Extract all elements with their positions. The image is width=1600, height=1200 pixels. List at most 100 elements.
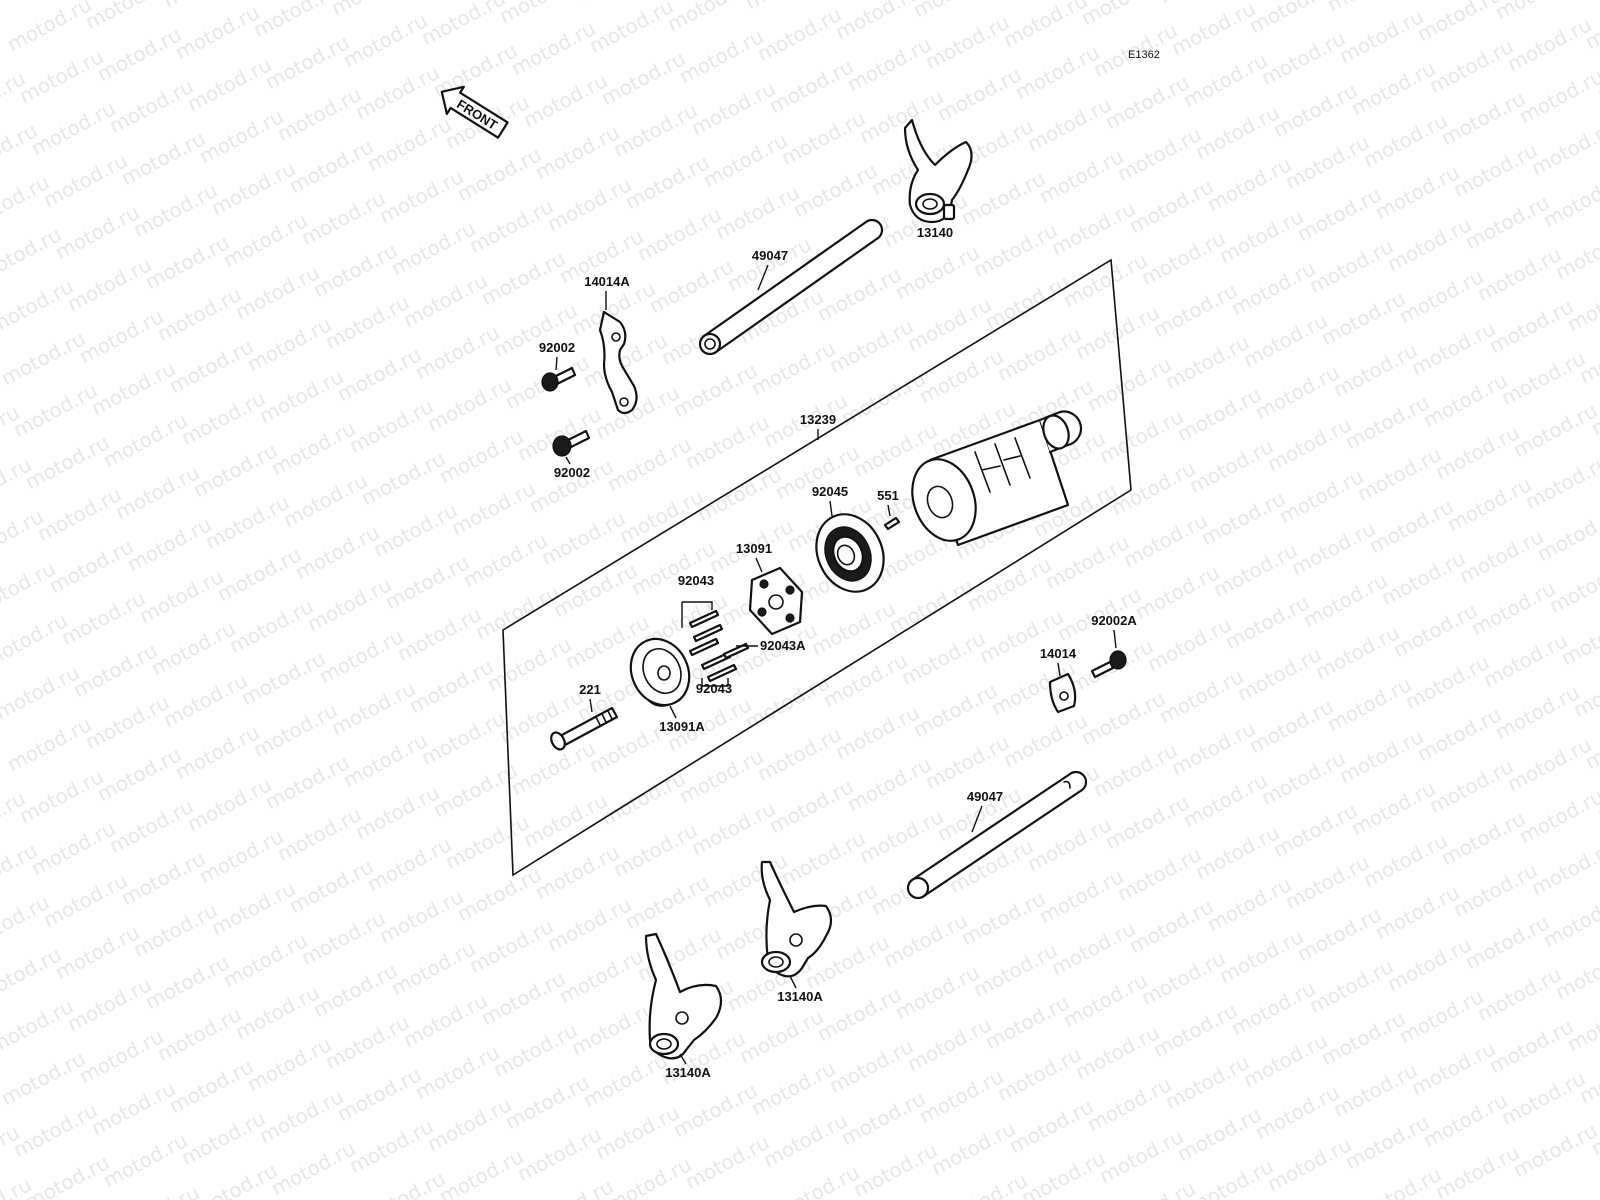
bolt-221 [550, 706, 619, 751]
label-49047-bottom: 49047 [967, 789, 1003, 804]
watermark-text: motod.ru [27, 816, 119, 880]
watermark-text: motod.ru [1383, 932, 1475, 996]
watermark-text: motod.ru [1269, 78, 1361, 142]
watermark-text: motod.ru [171, 0, 263, 64]
watermark-text: motod.ru [333, 342, 425, 406]
watermark-text: motod.ru [1533, 502, 1600, 566]
watermark-text: motod.ru [423, 1092, 515, 1156]
watermark-text: motod.ru [363, 112, 455, 176]
assembly-frame [502, 258, 1132, 877]
watermark-text: motod.ru [57, 586, 149, 650]
watermark-text: motod.ru [1245, 0, 1337, 38]
watermark-text: motod.ru [1293, 902, 1385, 966]
watermark-text: motod.ru [1017, 1146, 1109, 1200]
watermark-text: motod.ru [939, 1168, 1031, 1200]
watermark-text: motod.ru [825, 314, 917, 378]
watermark-text: motod.ru [1167, 716, 1259, 780]
watermark-text: motod.ru [567, 996, 659, 1060]
watermark-text: motod.ru [1155, 664, 1247, 728]
watermark-text: motod.ru [75, 304, 167, 368]
watermark-text: motod.ru [897, 626, 989, 690]
watermark-text: motod.ru [411, 1040, 503, 1104]
watermark-text: motod.ru [0, 222, 65, 286]
watermark-text: motod.ru [1011, 40, 1103, 104]
watermark-text: motod.ru [183, 52, 275, 116]
watermark-text: motod.ru [1059, 248, 1151, 312]
watermark-text: motod.ru [3, 712, 95, 776]
watermark-text: motod.ru [315, 624, 407, 688]
watermark-text: motod.ru [249, 698, 341, 762]
watermark-text: motod.ru [231, 980, 323, 1044]
watermark-text: motod.ru [543, 172, 635, 236]
watermark-text: motod.ru [531, 120, 623, 184]
watermark-text: motod.ru [387, 936, 479, 1000]
watermark-text: motod.ru [351, 780, 443, 844]
shift-fork-13140A-lower [644, 932, 723, 1060]
watermark-text: motod.ru [1317, 286, 1409, 350]
watermark-text: motod.ru [87, 1076, 179, 1140]
watermark-text: motod.ru [837, 1086, 929, 1150]
watermark-text: motod.ru [3, 0, 95, 56]
watermark-text: motod.ru [207, 156, 299, 220]
watermark-text: motod.ru [387, 216, 479, 280]
label-13091A: 13091A [659, 719, 705, 734]
watermark-text: motod.ru [1377, 546, 1469, 610]
watermark-text: motod.ru [993, 1042, 1085, 1106]
watermark-text: motod.ru [891, 240, 983, 304]
watermark-text: motod.ru [1329, 1058, 1421, 1122]
watermark-text: motod.ru [477, 966, 569, 1030]
watermark-text: motod.ru [519, 68, 611, 132]
watermark-text: motod.ru [0, 660, 83, 724]
watermark-text: motod.ru [201, 490, 293, 554]
watermark-text: motod.ru [93, 742, 185, 806]
watermark-text: motod.ru [1191, 100, 1283, 164]
watermark-text: motod.ru [111, 460, 203, 524]
watermark-text: motod.ru [843, 752, 935, 816]
watermark-text: motod.ru [609, 818, 701, 882]
watermark-text: motod.ru [831, 0, 923, 44]
watermark-text: motod.ru [915, 1064, 1007, 1128]
watermark-text: motod.ru [1539, 168, 1600, 232]
watermark-text: motod.ru [999, 708, 1091, 772]
watermark-text: motod.ru [591, 1100, 683, 1164]
watermark-text: motod.ru [303, 572, 395, 636]
watermark-text: motod.ru [81, 690, 173, 754]
watermark-text: motod.ru [39, 868, 131, 932]
bearing-92045 [815, 513, 885, 593]
shift-fork-13140A-middle [760, 860, 833, 978]
watermark-text: motod.ru [1305, 234, 1397, 298]
watermark-text: motod.ru [735, 1004, 827, 1068]
watermark-text: motod.ru [177, 1106, 269, 1170]
watermark-text: motod.ru [513, 1122, 605, 1186]
watermark-text: motod.ru [879, 908, 971, 972]
watermark-text: motod.ru [555, 944, 647, 1008]
watermark-text: motod.ru [255, 364, 347, 428]
watermark-text: motod.ru [1047, 196, 1139, 260]
watermark-text: motod.ru [435, 1144, 527, 1200]
watermark-text: motod.ru [915, 344, 1007, 408]
watermark-text: motod.ru [285, 134, 377, 198]
watermark-text: motod.ru [195, 104, 287, 168]
drawing-id: E1362 [1128, 49, 1160, 61]
watermark-text: motod.ru [753, 2, 845, 66]
watermark-text: motod.ru [549, 558, 641, 622]
bolt-92002A [1090, 650, 1127, 679]
label-551: 551 [877, 488, 899, 503]
watermark-text: motod.ru [381, 550, 473, 614]
shift-fork-13140 [903, 118, 973, 224]
watermark-text: motod.ru [1101, 70, 1193, 134]
watermark-text: motod.ru [453, 862, 545, 926]
watermark-text: motod.ru [165, 1054, 257, 1118]
watermark-text: motod.ru [855, 84, 947, 148]
label-92043-b: 92043 [696, 681, 732, 696]
leader-13091A [669, 705, 677, 719]
watermark-text: motod.ru [459, 528, 551, 592]
watermark-text: motod.ru [1455, 524, 1547, 588]
leader-92043-b [701, 678, 729, 687]
watermark-text: motod.ru [747, 1056, 839, 1120]
watermark-text: motod.ru [807, 596, 899, 660]
watermark-text: motod.ru [1539, 888, 1600, 952]
watermark-text: motod.ru [63, 252, 155, 316]
watermark-text: motod.ru [585, 0, 677, 58]
watermark-text: motod.ru [855, 804, 947, 868]
